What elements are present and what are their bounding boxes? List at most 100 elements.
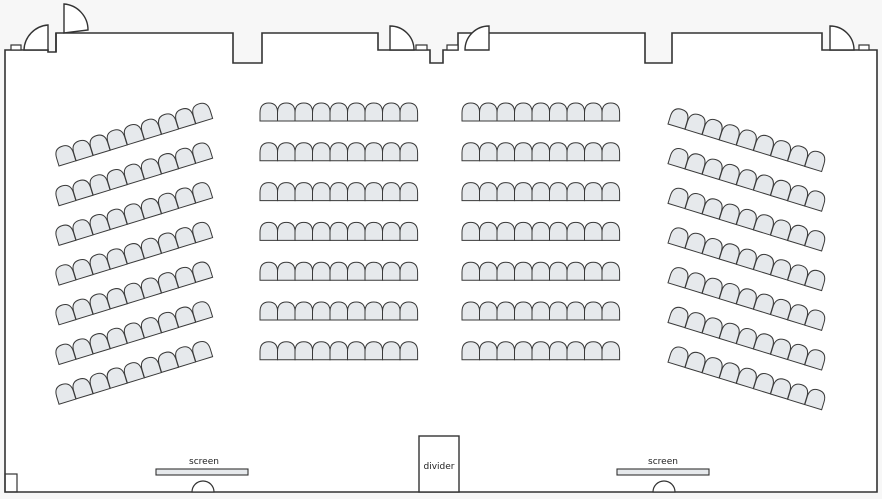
seat[interactable] [601,221,621,241]
seat[interactable] [312,142,331,162]
seat[interactable] [701,236,724,260]
seat[interactable] [312,182,331,202]
seat[interactable] [461,261,481,281]
seat[interactable] [549,142,568,162]
seat[interactable] [804,149,827,173]
door-top-left[interactable] [10,24,49,51]
seat[interactable] [191,220,214,244]
seat[interactable] [259,221,279,241]
seat[interactable] [259,142,279,162]
seat[interactable] [399,301,419,321]
seat[interactable] [382,261,401,281]
seat[interactable] [496,142,516,162]
seat[interactable] [514,142,533,162]
seat[interactable] [684,271,707,294]
seat[interactable] [718,202,741,226]
seat[interactable] [259,261,279,281]
seat[interactable] [684,112,707,136]
seat[interactable] [294,142,314,162]
seat[interactable] [667,345,690,368]
seat[interactable] [684,231,707,255]
seat[interactable] [277,261,296,281]
seat[interactable] [191,300,214,323]
seat[interactable] [399,341,419,361]
seat[interactable] [735,168,758,191]
seat[interactable] [804,308,827,331]
seat[interactable] [364,301,384,321]
seat[interactable] [312,341,331,361]
seat[interactable] [461,341,481,361]
seat[interactable] [312,221,331,241]
seat[interactable] [584,261,603,281]
seat[interactable] [601,142,621,162]
seat[interactable] [718,361,741,384]
seat[interactable] [277,142,296,162]
seat[interactable] [752,332,776,355]
seat[interactable] [479,102,498,122]
seat[interactable] [718,321,741,345]
seat[interactable] [769,218,793,241]
seat[interactable] [601,102,621,122]
seat[interactable] [804,189,827,212]
seat[interactable] [479,142,498,162]
seat[interactable] [479,182,498,202]
seat[interactable] [584,142,603,162]
seat[interactable] [667,266,690,289]
seat[interactable] [461,102,481,122]
seat[interactable] [667,146,690,170]
seat[interactable] [461,301,481,321]
seat[interactable] [718,281,741,305]
seat[interactable] [294,182,314,202]
seat[interactable] [549,341,568,361]
seat[interactable] [684,191,707,215]
seat[interactable] [566,182,586,202]
seat[interactable] [549,301,568,321]
seat[interactable] [701,197,724,220]
seat[interactable] [277,221,296,241]
seat[interactable] [461,142,481,162]
seat[interactable] [566,261,586,281]
seat[interactable] [769,258,793,281]
seat[interactable] [277,182,296,202]
seat[interactable] [347,182,366,202]
seat[interactable] [752,213,776,236]
seat[interactable] [735,287,758,310]
seat[interactable] [294,221,314,241]
seat[interactable] [514,261,533,281]
seat[interactable] [191,260,214,284]
seat[interactable] [787,144,810,167]
seat[interactable] [496,221,516,241]
seat[interactable] [399,182,419,202]
seat[interactable] [364,102,384,122]
seat[interactable] [718,162,741,186]
seat[interactable] [531,301,551,321]
seat[interactable] [531,182,551,202]
seat[interactable] [566,102,586,122]
seat[interactable] [382,341,401,361]
seat[interactable] [382,221,401,241]
seat[interactable] [769,139,793,162]
seat[interactable] [329,261,349,281]
seat[interactable] [479,221,498,241]
seat[interactable] [787,223,810,247]
seat[interactable] [701,117,724,141]
seat[interactable] [769,377,793,400]
seat[interactable] [277,341,296,361]
seat[interactable] [294,301,314,321]
seat[interactable] [752,292,776,316]
seat[interactable] [549,102,568,122]
seat[interactable] [735,128,758,151]
seat[interactable] [479,261,498,281]
seat[interactable] [701,157,724,181]
seat[interactable] [667,107,690,130]
seat[interactable] [787,382,810,406]
seat[interactable] [514,301,533,321]
seat[interactable] [701,356,724,379]
seat[interactable] [549,221,568,241]
seat[interactable] [566,341,586,361]
seat[interactable] [191,101,214,125]
seat[interactable] [584,221,603,241]
door-top-left-2[interactable] [63,3,89,34]
seat[interactable] [601,341,621,361]
seat[interactable] [294,261,314,281]
